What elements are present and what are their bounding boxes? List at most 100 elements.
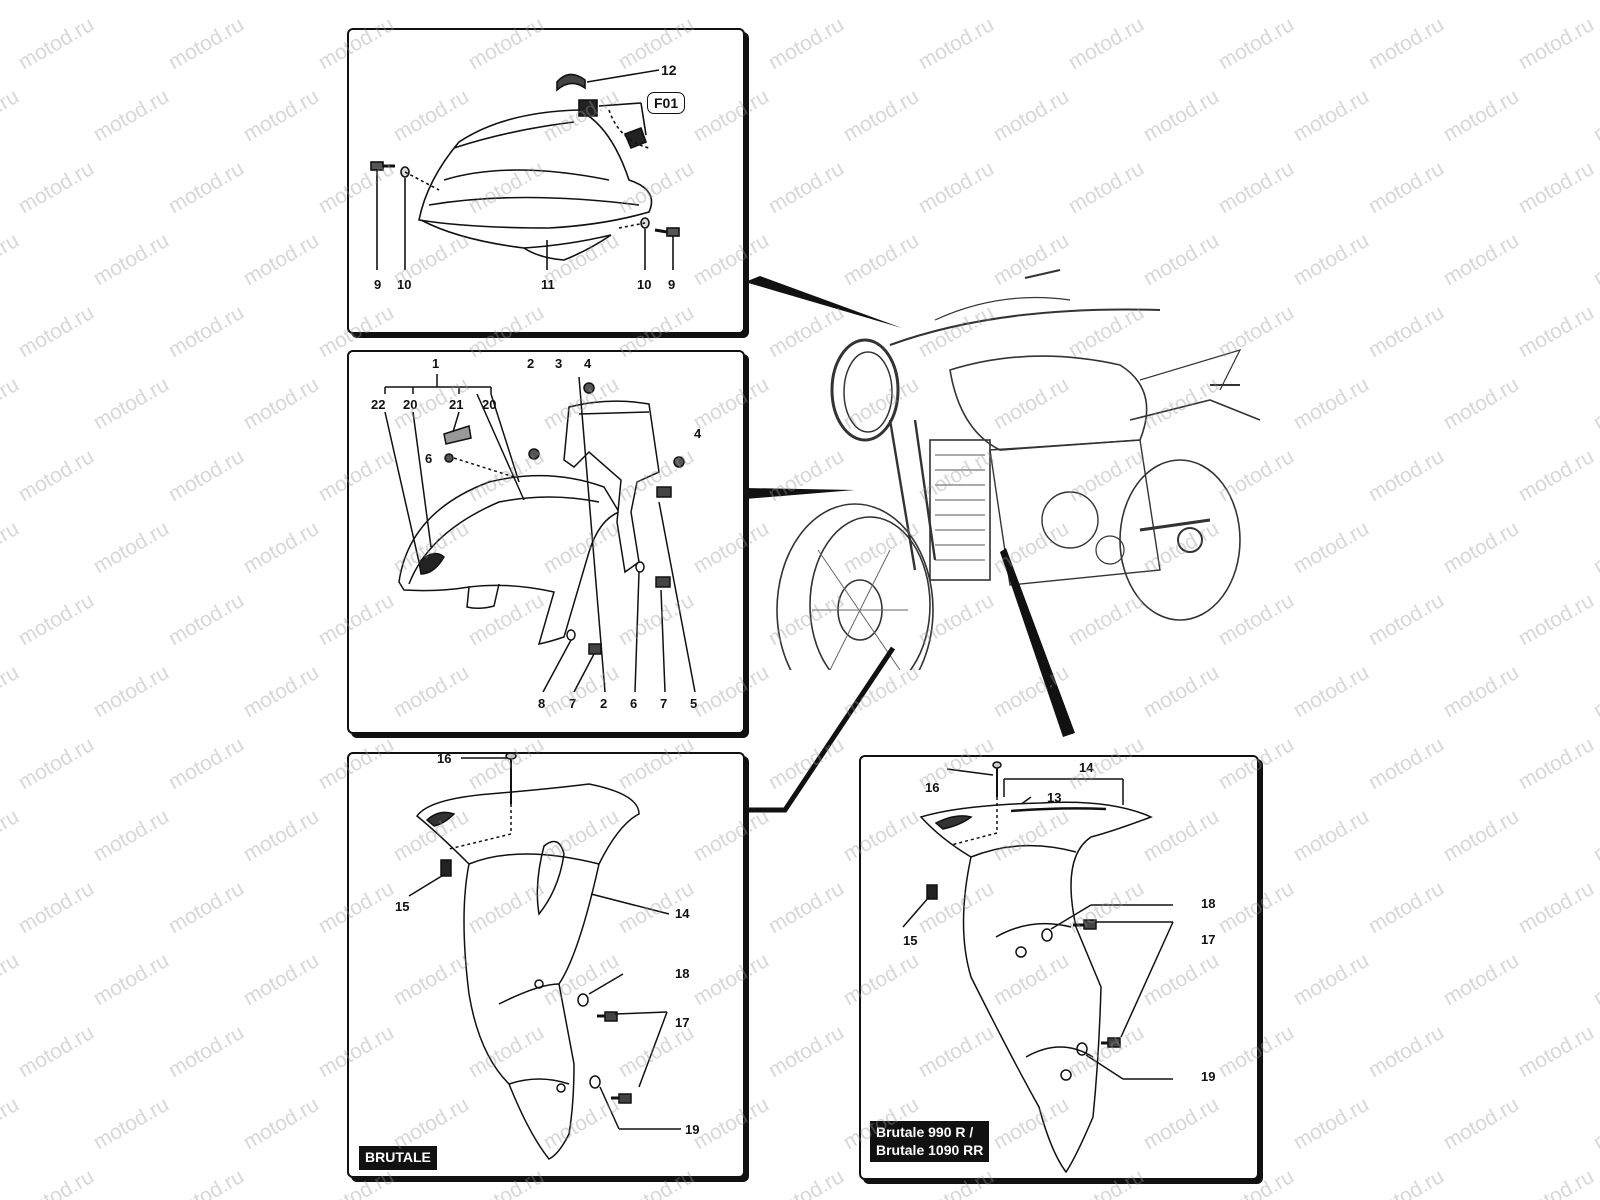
watermark-text: motod.ru [0,660,23,723]
shroud-brutale-drawing [408,754,681,1160]
callout-10-left: 10 [397,277,412,292]
watermark-text: motod.ru [1440,0,1524,3]
watermark-text: motod.ru [1139,84,1223,147]
watermark-text: motod.ru [914,156,998,219]
watermark-text: motod.ru [764,876,848,939]
watermark-text: motod.ru [164,1020,248,1083]
watermark-text: motod.ru [14,1164,98,1200]
callout-2-top: 2 [527,356,535,371]
callout-11: 11 [541,277,555,292]
watermark-text: motod.ru [1439,948,1523,1011]
callout-17: 17 [1201,932,1216,947]
callout-1: 1 [432,356,440,371]
watermark-text: motod.ru [14,12,98,75]
watermark-text: motod.ru [1514,12,1598,75]
callout-22: 22 [371,397,386,412]
watermark-text: motod.ru [1589,1092,1600,1155]
watermark-text: motod.ru [0,948,23,1011]
watermark-text: motod.ru [164,1164,248,1200]
watermark-text: motod.ru [1439,804,1523,867]
watermark-text: motod.ru [89,84,173,147]
watermark-text: motod.ru [1439,1092,1523,1155]
rear-wheel [1119,459,1241,621]
watermark-text: motod.ru [764,1020,848,1083]
watermark-text: motod.ru [239,660,323,723]
watermark-text: motod.ru [0,228,23,291]
watermark-text: motod.ru [1289,660,1373,723]
watermark-text: motod.ru [164,444,248,507]
watermark-text: motod.ru [0,372,23,435]
callout-5: 5 [690,696,698,711]
model-badge-r-rr: Brutale 990 R / Brutale 1090 RR [870,1121,990,1162]
callout-4-top: 4 [584,356,592,371]
watermark-text: motod.ru [239,516,323,579]
panel-shroud-brutale: 16 15 14 18 17 19 BRUTALE [347,752,745,1178]
watermark-text: motod.ru [1364,12,1448,75]
watermark-text: motod.ru [164,588,248,651]
callout-10-right: 10 [637,277,652,292]
panel-shroud-r-rr: 14 16 13 18 17 15 19 Brutale 990 R / Bru… [859,755,1259,1180]
callout-3: 3 [555,356,563,371]
callout-6-bottom: 6 [630,696,638,711]
watermark-text: motod.ru [14,300,98,363]
watermark-text: motod.ru [1439,84,1523,147]
watermark-text: motod.ru [89,516,173,579]
callout-14: 14 [675,906,690,921]
watermark-text: motod.ru [1514,876,1598,939]
watermark-text: motod.ru [390,0,474,3]
watermark-text: motod.ru [1364,876,1448,939]
watermark-text: motod.ru [1514,1164,1598,1200]
watermark-text: motod.ru [764,12,848,75]
watermark-text: motod.ru [0,1092,23,1155]
model-badge-r-rr-line1: Brutale 990 R / [876,1124,974,1140]
watermark-text: motod.ru [90,0,174,3]
watermark-text: motod.ru [14,876,98,939]
callout-4-right: 4 [694,426,702,441]
watermark-text: motod.ru [14,156,98,219]
watermark-text: motod.ru [1589,804,1600,867]
watermark-text: motod.ru [990,0,1074,3]
watermark-text: motod.ru [14,1020,98,1083]
watermark-text: motod.ru [1514,732,1598,795]
watermark-text: motod.ru [1289,804,1373,867]
watermark-text: motod.ru [1140,0,1224,3]
watermark-text: motod.ru [1514,1020,1598,1083]
watermark-text: motod.ru [1214,12,1298,75]
callout-8: 8 [538,696,546,711]
shroud-r-rr-drawing [902,761,1174,1174]
watermark-text: motod.ru [89,372,173,435]
callout-17: 17 [675,1015,690,1030]
callout-9-left: 9 [374,277,382,292]
callout-13: 13 [1047,790,1062,805]
watermark-text: motod.ru [0,0,23,3]
watermark-text: motod.ru [690,0,774,3]
watermark-text: motod.ru [1589,660,1600,723]
callout-15: 15 [903,933,918,948]
callout-2-bottom: 2 [600,696,608,711]
watermark-text: motod.ru [14,588,98,651]
watermark-text: motod.ru [1439,660,1523,723]
model-badge-brutale: BRUTALE [359,1146,437,1170]
watermark-text: motod.ru [164,300,248,363]
watermark-text: motod.ru [764,732,848,795]
watermark-text: motod.ru [1064,12,1148,75]
headlight [830,338,900,442]
watermark-text: motod.ru [1289,84,1373,147]
watermark-text: motod.ru [839,660,923,723]
watermark-text: motod.ru [0,804,23,867]
watermark-text: motod.ru [1214,156,1298,219]
callout-18: 18 [1201,896,1216,911]
callout-19: 19 [1201,1069,1216,1084]
callout-16: 16 [437,751,452,766]
watermark-text: motod.ru [1290,0,1374,3]
watermark-text: motod.ru [1364,732,1448,795]
watermark-text: motod.ru [164,732,248,795]
front-fender-drawing [384,374,696,693]
watermark-text: motod.ru [840,0,924,3]
watermark-text: motod.ru [1589,84,1600,147]
watermark-text: motod.ru [989,660,1073,723]
callout-20-left: 20 [403,397,418,412]
watermark-text: motod.ru [240,0,324,3]
callout-7-right: 7 [660,696,668,711]
watermark-text: motod.ru [1289,1092,1373,1155]
